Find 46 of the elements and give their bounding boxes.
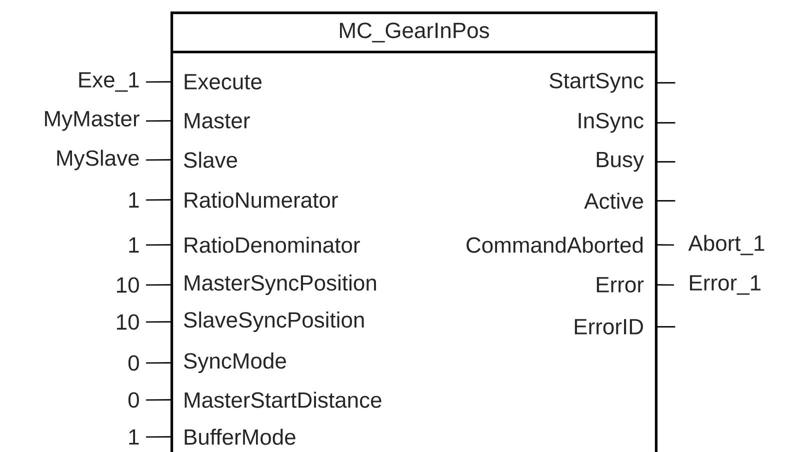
connector-line xyxy=(656,326,676,328)
connector-line xyxy=(146,120,172,122)
connector-line xyxy=(656,122,676,124)
input-variable: 1 xyxy=(129,192,139,208)
input-pin-label: RatioNumerator xyxy=(184,192,338,208)
input-pin-label: RatioDenominator xyxy=(184,236,360,253)
connector-line xyxy=(146,436,172,438)
connector-line xyxy=(656,161,676,162)
connector-line xyxy=(146,244,172,246)
connector-line xyxy=(656,200,676,202)
connector-line xyxy=(146,159,172,161)
input-pin-label: SyncMode xyxy=(184,352,286,374)
output-pin-label: Error xyxy=(596,277,644,292)
connector-line xyxy=(146,362,172,364)
input-variable: 1 xyxy=(129,429,139,445)
connector-line xyxy=(656,244,674,246)
connector-line xyxy=(656,82,676,84)
output-variable: Error_1 xyxy=(690,275,760,295)
output-pin-label: CommandAborted xyxy=(466,236,643,253)
output-pin-label: StartSync xyxy=(550,72,644,93)
input-pin-label: MasterSyncPosition xyxy=(184,274,376,296)
input-pin-label: MasterStartDistance xyxy=(184,392,382,408)
output-pin-label: ErrorID xyxy=(574,319,643,334)
input-pin-label: Execute xyxy=(184,74,262,90)
connector-line xyxy=(146,399,172,401)
connector-line xyxy=(146,321,172,323)
connector-line xyxy=(146,81,172,83)
input-variable: Exe_1 xyxy=(79,72,139,92)
input-variable: 10 xyxy=(117,314,139,330)
input-pin-label: Master xyxy=(184,113,250,128)
input-pin-label: Slave xyxy=(184,152,238,168)
connector-line xyxy=(146,284,172,286)
output-pin-label: Active xyxy=(584,192,644,209)
input-variable: 0 xyxy=(128,392,139,408)
output-pin-label: InSync xyxy=(578,112,644,133)
connector-line xyxy=(146,199,172,201)
output-variable: Abort_1 xyxy=(688,234,764,256)
input-variable: 1 xyxy=(129,237,139,253)
input-variable: 0 xyxy=(128,355,139,371)
output-pin-label: Busy xyxy=(596,152,644,172)
connector-line xyxy=(656,284,674,286)
input-pin-label: BufferMode xyxy=(184,428,296,445)
input-pin-label: SlaveSyncPosition xyxy=(184,312,364,332)
input-variable: 10 xyxy=(117,277,139,293)
input-variable: MyMaster xyxy=(45,111,140,131)
input-variable: MySlave xyxy=(57,150,139,170)
